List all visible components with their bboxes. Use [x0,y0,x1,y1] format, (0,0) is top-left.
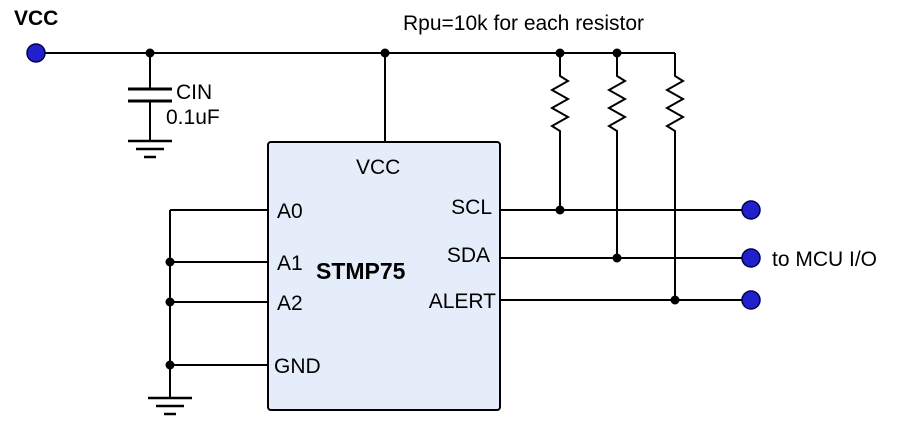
junction-dot [165,257,175,267]
alert-terminal [741,290,761,310]
ground-symbol-chip [148,396,192,416]
ground-symbol-capacitor [128,139,172,159]
junction-dot [612,48,622,58]
pullup-note-label: Rpu=10k for each resistor [403,12,644,35]
pullup-resistors [549,53,686,300]
junction-dot [555,48,565,58]
capacitor-cin: CIN 0.1uF [128,53,220,159]
resistor-scl [549,53,571,210]
junction-dot [380,48,390,58]
junction-dot [612,253,622,263]
vcc-terminal [26,43,46,63]
junction-dot [555,205,565,215]
chip-name-label: STMP75 [316,258,406,284]
sda-terminal [741,248,761,268]
capacitor-value-label: 0.1uF [166,106,220,129]
junction-dot [165,297,175,307]
pin-label-gnd: GND [274,355,321,378]
capacitor-name-label: CIN [176,81,212,104]
pin-label-scl: SCL [451,196,492,219]
junction-dots [145,48,680,370]
vcc-label: VCC [14,7,58,30]
address-ground-bus [148,209,268,416]
junction-dot [145,48,155,58]
pin-label-sda: SDA [447,244,490,267]
resistor-sda [606,53,628,258]
mcu-io-label: to MCU I/O [772,248,877,271]
pin-label-vcc: VCC [356,156,400,179]
signal-lines: to MCU I/O [500,200,877,310]
pin-label-a1: A1 [277,252,303,275]
pin-label-alert: ALERT [429,290,496,313]
power-rail: VCC Rpu=10k for each resistor [14,7,675,63]
chip-body [267,141,501,411]
resistor-alert [664,53,686,300]
chip-stmp75: VCC A0 A1 A2 GND SCL SDA ALERT STMP75 [267,141,501,411]
pin-label-a2: A2 [277,292,303,315]
junction-dot [165,360,175,370]
scl-terminal [741,200,761,220]
junction-dot [670,295,680,305]
pin-label-a0: A0 [277,200,303,223]
